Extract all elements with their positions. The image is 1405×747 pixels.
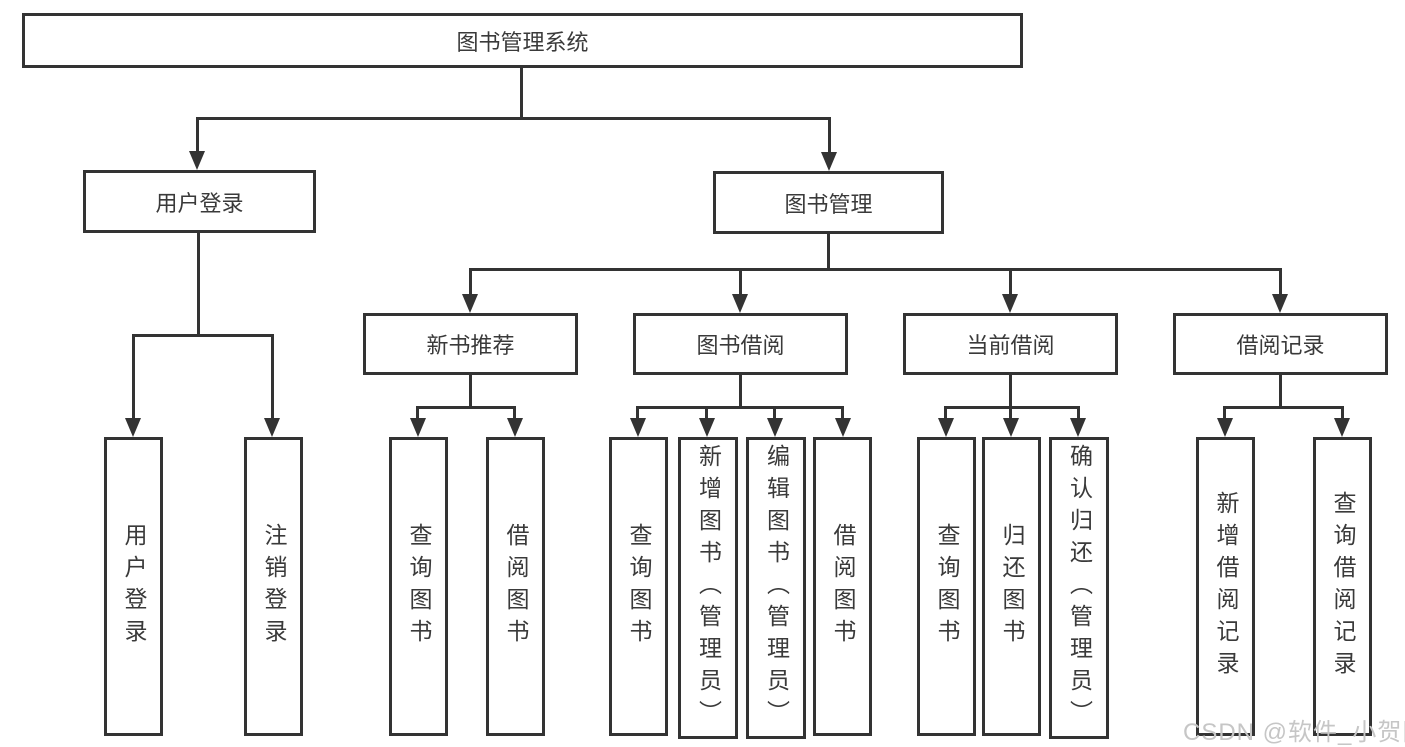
connector-book-mgmt-drop-2 (739, 268, 742, 295)
node-label: 借阅图书 (830, 522, 856, 651)
connector-current-borrow-bar (944, 406, 1080, 409)
connector-new-book-rec-drop-1 (416, 406, 419, 419)
node-borrow-records: 借阅记录 (1173, 313, 1388, 375)
connector-book-mgmt-drop-4 (1279, 268, 1282, 295)
leaf-user-login: 用户登录 (104, 437, 163, 736)
node-label: 新书推荐 (426, 333, 515, 358)
node-label: 借阅记录 (1236, 333, 1325, 358)
watermark: CSDN @软件_小贺同学 (1183, 719, 1405, 746)
arrowhead-icon (835, 418, 851, 437)
connector-root-bar (196, 117, 831, 120)
node-label: 当前借阅 (966, 333, 1055, 358)
leaf-add-borrow-record: 新增借阅记录 (1196, 437, 1255, 736)
node-label: 注销登录 (261, 522, 287, 651)
leaf-query-books-3: 查询图书 (917, 437, 976, 736)
arrowhead-icon (821, 152, 837, 171)
arrowhead-icon (264, 418, 280, 437)
connector-user-login-bar (132, 334, 274, 337)
leaf-edit-books-admin: 编辑图书（管理员） (746, 437, 806, 739)
node-user-login: 用户登录 (83, 170, 316, 233)
leaf-query-borrow-record: 查询借阅记录 (1313, 437, 1372, 736)
connector-root-stem (520, 66, 523, 120)
arrowhead-icon (1003, 418, 1019, 437)
connector-user-login-drop-left (132, 334, 135, 419)
node-book-borrow: 图书借阅 (633, 313, 848, 375)
arrowhead-icon (189, 151, 205, 170)
node-label: 确认归还（管理员） (1066, 444, 1093, 732)
leaf-logout: 注销登录 (244, 437, 303, 736)
arrowhead-icon (1334, 418, 1350, 437)
node-label: 新增图书（管理员） (695, 444, 722, 732)
connector-borrow-records-stem (1279, 375, 1282, 409)
connector-new-book-rec-bar (416, 406, 516, 409)
node-label: 用户登录 (121, 522, 147, 651)
node-label: 查询图书 (626, 522, 652, 651)
connector-book-borrow-drop-3 (773, 406, 776, 419)
leaf-borrow-books-1: 借阅图书 (486, 437, 545, 736)
arrowhead-icon (462, 294, 478, 313)
node-label: 图书管理 (784, 191, 873, 217)
connector-current-borrow-drop-2 (1009, 406, 1012, 419)
leaf-return-books: 归还图书 (982, 437, 1041, 736)
connector-borrow-records-drop-2 (1341, 406, 1344, 419)
node-label: 编辑图书（管理员） (763, 444, 790, 732)
connector-borrow-records-drop-1 (1223, 406, 1226, 419)
connector-root-drop-left (196, 117, 199, 153)
node-label: 图书管理系统 (456, 29, 589, 55)
connector-root-drop-right (828, 117, 831, 153)
leaf-query-books-2: 查询图书 (609, 437, 668, 736)
connector-new-book-rec-drop-2 (513, 406, 516, 419)
arrowhead-icon (732, 294, 748, 313)
node-label: 归还图书 (999, 522, 1025, 651)
connector-book-borrow-stem (739, 375, 742, 409)
node-label: 图书借阅 (696, 333, 785, 358)
arrowhead-icon (507, 418, 523, 437)
leaf-add-books-admin: 新增图书（管理员） (678, 437, 738, 739)
arrowhead-icon (125, 418, 141, 437)
arrowhead-icon (699, 418, 715, 437)
arrowhead-icon (1070, 418, 1086, 437)
arrowhead-icon (1217, 418, 1233, 437)
node-label: 查询图书 (934, 522, 960, 651)
leaf-borrow-books-2: 借阅图书 (813, 437, 872, 736)
connector-book-borrow-drop-4 (841, 406, 844, 419)
connector-book-borrow-drop-2 (705, 406, 708, 419)
arrowhead-icon (767, 418, 783, 437)
connector-book-borrow-drop-1 (636, 406, 639, 419)
node-label: 查询图书 (406, 522, 432, 651)
node-current-borrow: 当前借阅 (903, 313, 1118, 375)
node-root-system: 图书管理系统 (22, 13, 1023, 68)
leaf-query-books-1: 查询图书 (389, 437, 448, 736)
arrowhead-icon (1002, 294, 1018, 313)
connector-current-borrow-drop-3 (1077, 406, 1080, 419)
connector-current-borrow-stem (1009, 375, 1012, 409)
node-new-book-recommend: 新书推荐 (363, 313, 578, 375)
node-label: 查询借阅记录 (1330, 490, 1356, 683)
connector-user-login-stem (197, 232, 200, 337)
leaf-confirm-return-admin: 确认归还（管理员） (1049, 437, 1109, 739)
connector-book-borrow-bar (636, 406, 844, 409)
node-label: 用户登录 (155, 190, 244, 216)
node-label: 新增借阅记录 (1213, 490, 1239, 683)
arrowhead-icon (630, 418, 646, 437)
node-label: 借阅图书 (503, 522, 529, 651)
connector-borrow-records-bar (1223, 406, 1344, 409)
connector-book-mgmt-bar (469, 268, 1282, 271)
connector-book-mgmt-drop-3 (1009, 268, 1012, 295)
arrowhead-icon (938, 418, 954, 437)
connector-book-mgmt-stem (827, 233, 830, 271)
connector-user-login-drop-right (271, 334, 274, 419)
arrowhead-icon (1272, 294, 1288, 313)
connector-new-book-rec-stem (469, 375, 472, 409)
node-book-management: 图书管理 (713, 171, 944, 234)
arrowhead-icon (410, 418, 426, 437)
connector-current-borrow-drop-1 (944, 406, 947, 419)
connector-book-mgmt-drop-1 (469, 268, 472, 295)
